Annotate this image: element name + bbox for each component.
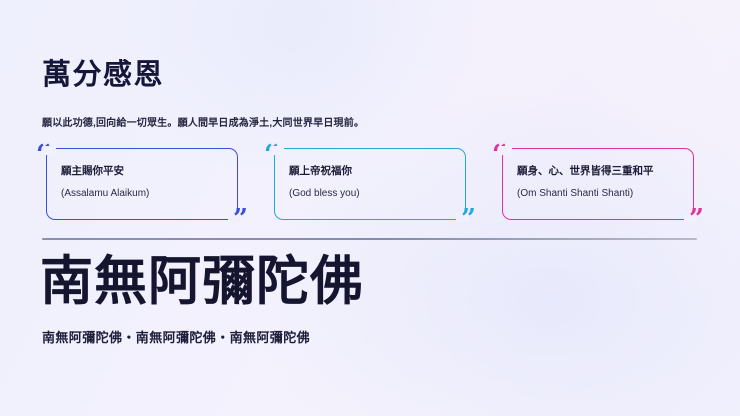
quote-close-icon: ” [689,204,704,234]
chant-repeat-line: 南無阿彌陀佛・南無阿彌陀佛・南無阿彌陀佛 [42,330,311,345]
page-title: 萬分感恩 [42,59,165,91]
section-divider [42,238,697,240]
blessing-card-body: 願上帝祝福你 (God bless you) [289,164,456,200]
blessing-primary-text: 願上帝祝福你 [289,165,352,177]
blessing-card-list: “ 願主賜你平安 (Assalamu Alaikum) ” “ 願上帝祝福你 (… [36,140,704,232]
blessing-secondary-text: (God bless you) [289,188,360,200]
blessing-card-frame [271,146,469,222]
blessing-card-body: 願身、心、世界皆得三重和平 (Om Shanti Shanti Shanti) [517,164,684,200]
blessing-card-frame [499,146,697,222]
blessing-card-islamic: “ 願主賜你平安 (Assalamu Alaikum) ” [36,140,248,232]
blessing-card-hindu: “ 願身、心、世界皆得三重和平 (Om Shanti Shanti Shanti… [492,140,704,232]
blessing-card-body: 願主賜你平安 (Assalamu Alaikum) [61,164,228,200]
blessing-secondary-text: (Om Shanti Shanti Shanti) [517,188,634,200]
quote-close-icon: ” [233,204,248,234]
blessing-primary-text: 願身、心、世界皆得三重和平 [517,165,654,177]
blessing-secondary-text: (Assalamu Alaikum) [61,188,150,200]
dedication-subtitle: 願以此功德,回向給一切眾生。願人間早日成為淨土,大同世界早日現前。 [42,118,365,129]
blessing-card-christian: “ 願上帝祝福你 (God bless you) ” [264,140,476,232]
chant-title: 南無阿彌陀佛 [40,252,364,311]
quote-close-icon: ” [461,204,476,234]
blessing-primary-text: 願主賜你平安 [61,165,124,177]
blessing-card-frame [43,146,241,222]
